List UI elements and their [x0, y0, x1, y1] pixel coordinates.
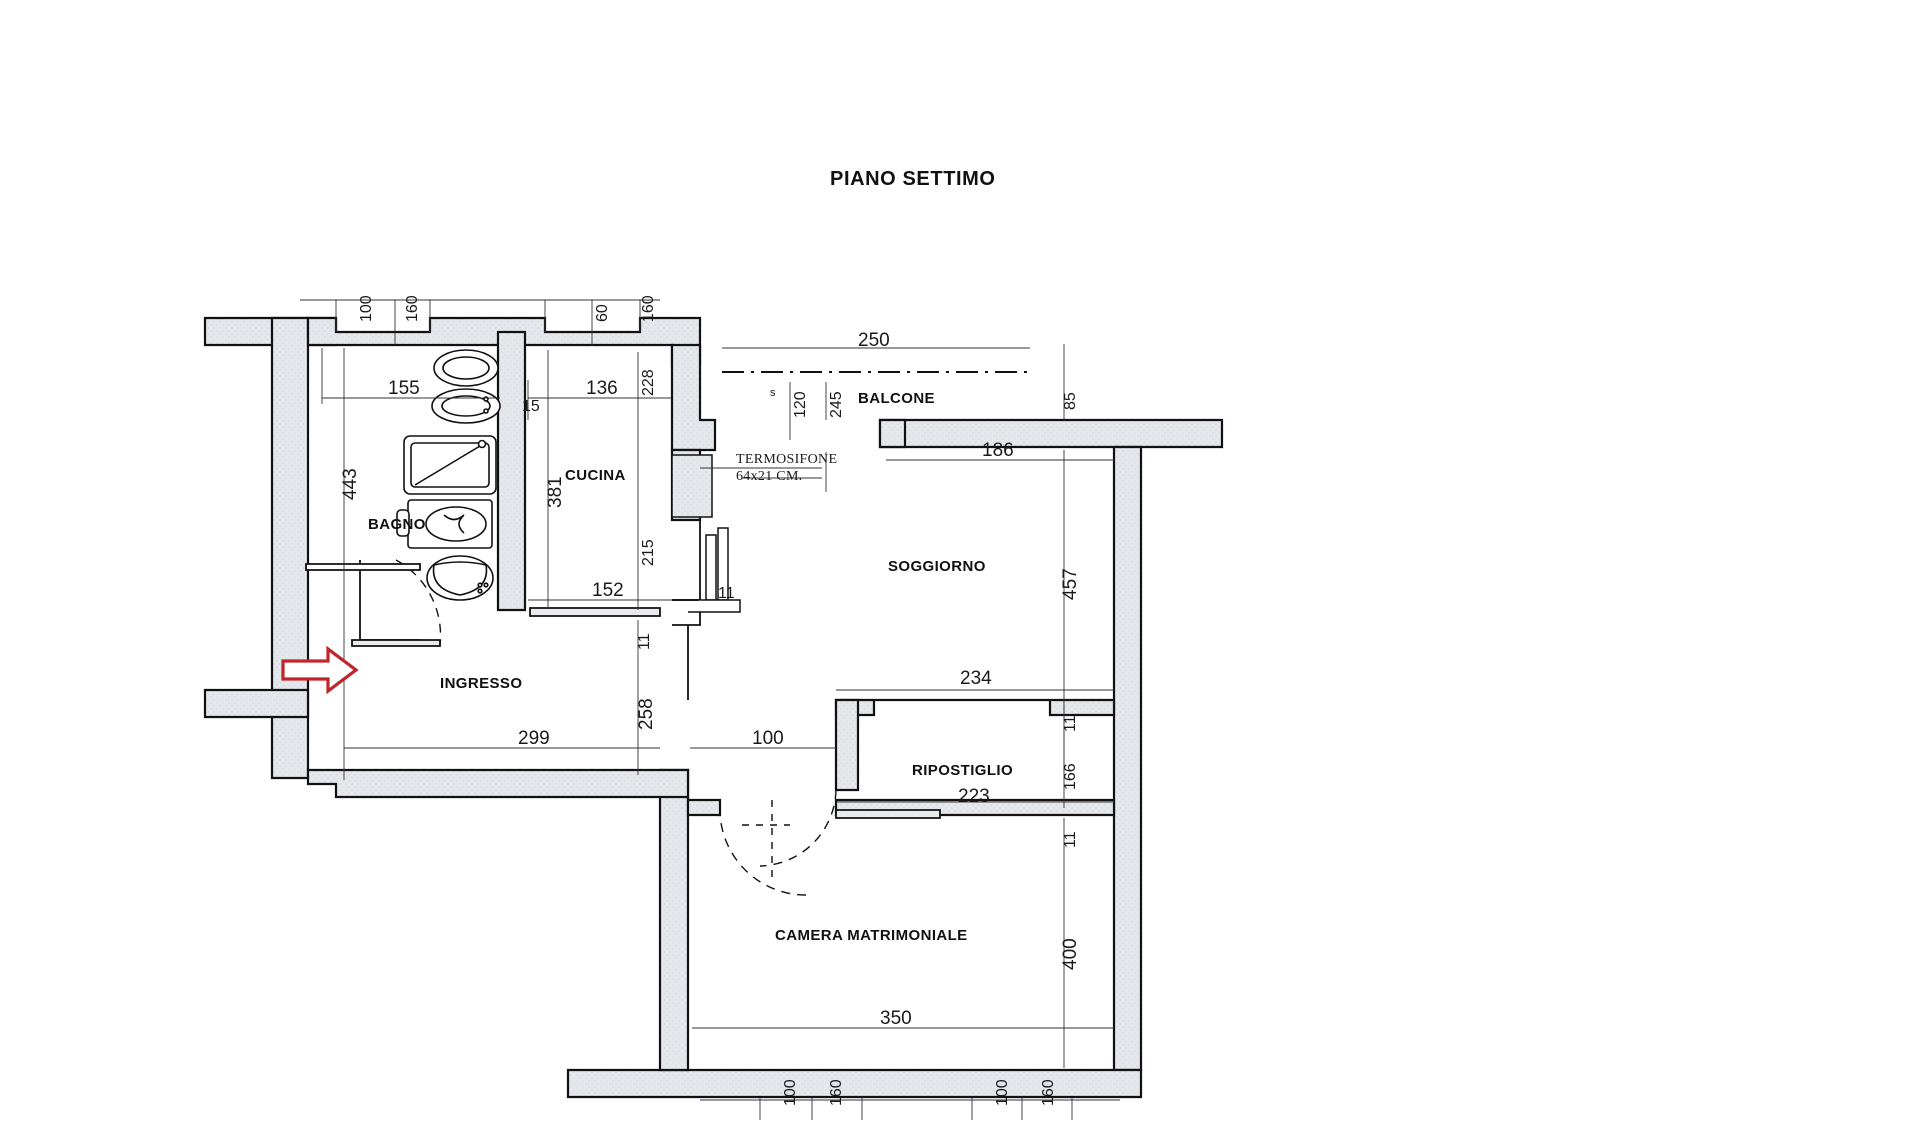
entrance-arrow-icon [281, 645, 359, 695]
dim-camera-height: 400 [1060, 938, 1081, 970]
dim-balcone-depth: 250 [858, 330, 890, 351]
dim-balcone-offset: 85 [1062, 392, 1079, 410]
page-title: PIANO SETTIMO [830, 168, 996, 190]
dim-cucina-notch: 15 [522, 398, 540, 415]
dim-bagno-width: 155 [388, 378, 420, 399]
dim-ingresso-depth: 258 [636, 698, 657, 730]
dim-ripostiglio-height: 166 [1062, 763, 1079, 790]
room-label-balcone: BALCONE [858, 390, 935, 407]
room-label-cucina: CUCINA [565, 467, 626, 484]
dimension-lines [300, 299, 1120, 1120]
dim-cucina-width: 136 [586, 378, 618, 399]
dim-bottom-window-1-h: 160 [828, 1079, 845, 1106]
dim-cucina-wall-228: 228 [640, 369, 657, 396]
dim-bagno-length: 443 [340, 468, 361, 500]
door-swings [395, 559, 837, 896]
dim-camera-wall-11: 11 [1062, 831, 1079, 848]
dim-corridor-100: 100 [752, 728, 784, 749]
dim-bottom-window-2-w: 100 [994, 1079, 1011, 1106]
dim-bottom-window-1-w: 100 [782, 1079, 799, 1106]
room-label-camera-matrimoniale: CAMERA MATRIMONIALE [775, 927, 968, 944]
room-label-bagno: BAGNO [368, 516, 426, 533]
dim-soggiorno-height: 457 [1060, 568, 1081, 600]
window-mark-s: s [770, 387, 776, 399]
dim-thickness-11-door: 11 [718, 585, 735, 602]
dim-bottom-window-2-h: 160 [1040, 1079, 1057, 1106]
dim-camera-width: 350 [880, 1008, 912, 1029]
swing-hints [742, 800, 790, 880]
walls-group [203, 316, 1224, 1099]
kitchen-fixtures [671, 454, 741, 613]
dim-balcone-door-h: 245 [828, 391, 845, 418]
dim-ripostiglio-door: 223 [958, 786, 990, 807]
dim-thickness-11-cucina: 11 [636, 633, 653, 650]
dim-top-window-cucina-h: 160 [640, 295, 657, 322]
room-label-ingresso: INGRESSO [440, 675, 523, 692]
dim-cucina-door-152: 152 [592, 580, 624, 601]
dim-ingresso-width: 299 [518, 728, 550, 749]
dim-top-window-bagno-w: 100 [358, 295, 375, 322]
termosifone-label: TERMOSIFONE [736, 452, 838, 467]
dim-soggiorno-top: 186 [982, 440, 1014, 461]
dim-ripostiglio-wall-11: 11 [1062, 715, 1079, 732]
dim-top-window-cucina-w: 60 [594, 304, 611, 322]
room-label-soggiorno: SOGGIORNO [888, 558, 986, 575]
dim-balcone-door-w: 120 [792, 391, 809, 418]
room-label-ripostiglio: RIPOSTIGLIO [912, 762, 1014, 779]
dim-top-window-bagno-h: 160 [404, 295, 421, 322]
dim-cucina-length: 381 [545, 476, 566, 508]
dim-cucina-wall-215: 215 [640, 539, 657, 566]
bathroom-fixtures [396, 349, 501, 601]
dim-ripostiglio-width: 234 [960, 668, 992, 689]
termosifone-size: 64x21 CM. [736, 469, 803, 484]
door-leaves [305, 563, 941, 819]
